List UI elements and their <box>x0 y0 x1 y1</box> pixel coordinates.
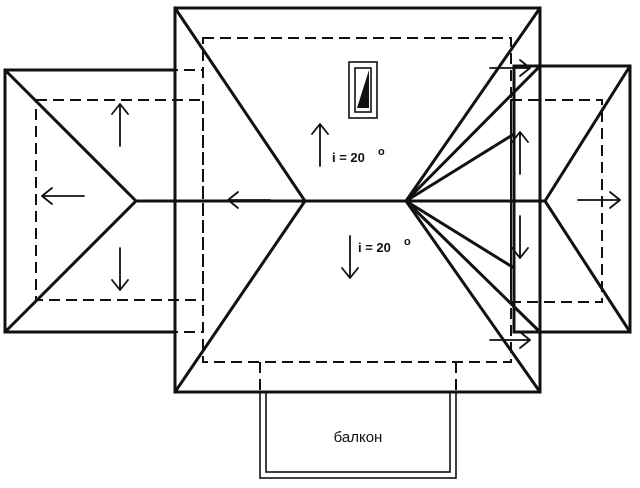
drainage-arrows <box>41 59 621 349</box>
skylight-frame <box>348 61 378 119</box>
right-valley-top-outer <box>404 64 542 203</box>
skylight <box>348 61 378 119</box>
central-hip-top-right <box>404 6 542 203</box>
arrow-up-icon <box>111 103 129 147</box>
left-hip-top <box>3 68 138 203</box>
slope-label-upper-degree: o <box>378 146 385 158</box>
right-wing-outline <box>512 64 632 334</box>
arrow-right-icon <box>489 59 531 77</box>
wall-lines <box>35 37 603 392</box>
arrow-left-icon <box>41 187 85 205</box>
central-block <box>134 6 542 394</box>
right-wing <box>404 64 632 334</box>
central-hip-top-left <box>173 6 307 203</box>
central-hip-bottom-left <box>173 199 307 394</box>
arrow-right-icon <box>577 191 621 209</box>
balcony-label: балкон <box>334 429 383 446</box>
arrow-down-icon <box>341 235 359 279</box>
balcony-inner <box>265 391 451 473</box>
left-wall-dashed <box>35 99 204 301</box>
slope-label-lower-degree: o <box>404 236 411 248</box>
slope-label-upper-text: i = 20 <box>332 150 365 165</box>
arrow-down-icon <box>111 247 129 291</box>
central-hip-bottom-right <box>404 199 542 394</box>
balcony: балкон <box>259 391 457 479</box>
skylight-inner <box>354 67 372 113</box>
arrow-down-icon <box>511 215 529 259</box>
right-valley-bottom-outer <box>404 199 542 334</box>
left-hip-bottom <box>3 199 138 334</box>
right-valley-bottom <box>404 199 516 270</box>
slope-label-lower: i = 20 o <box>358 236 411 255</box>
slope-label-upper: i = 20 o <box>332 146 385 165</box>
arrow-up-icon <box>311 123 329 167</box>
arrow-left-icon <box>227 191 271 209</box>
arrow-right-icon <box>489 331 531 349</box>
skylight-glass <box>357 70 369 108</box>
right-hip-top <box>543 64 632 203</box>
slope-label-lower-text: i = 20 <box>358 240 391 255</box>
arrow-up-icon <box>511 131 529 175</box>
right-valley-top <box>404 132 516 203</box>
right-hip-bottom <box>543 199 632 334</box>
right-wall-dashed <box>510 99 603 303</box>
